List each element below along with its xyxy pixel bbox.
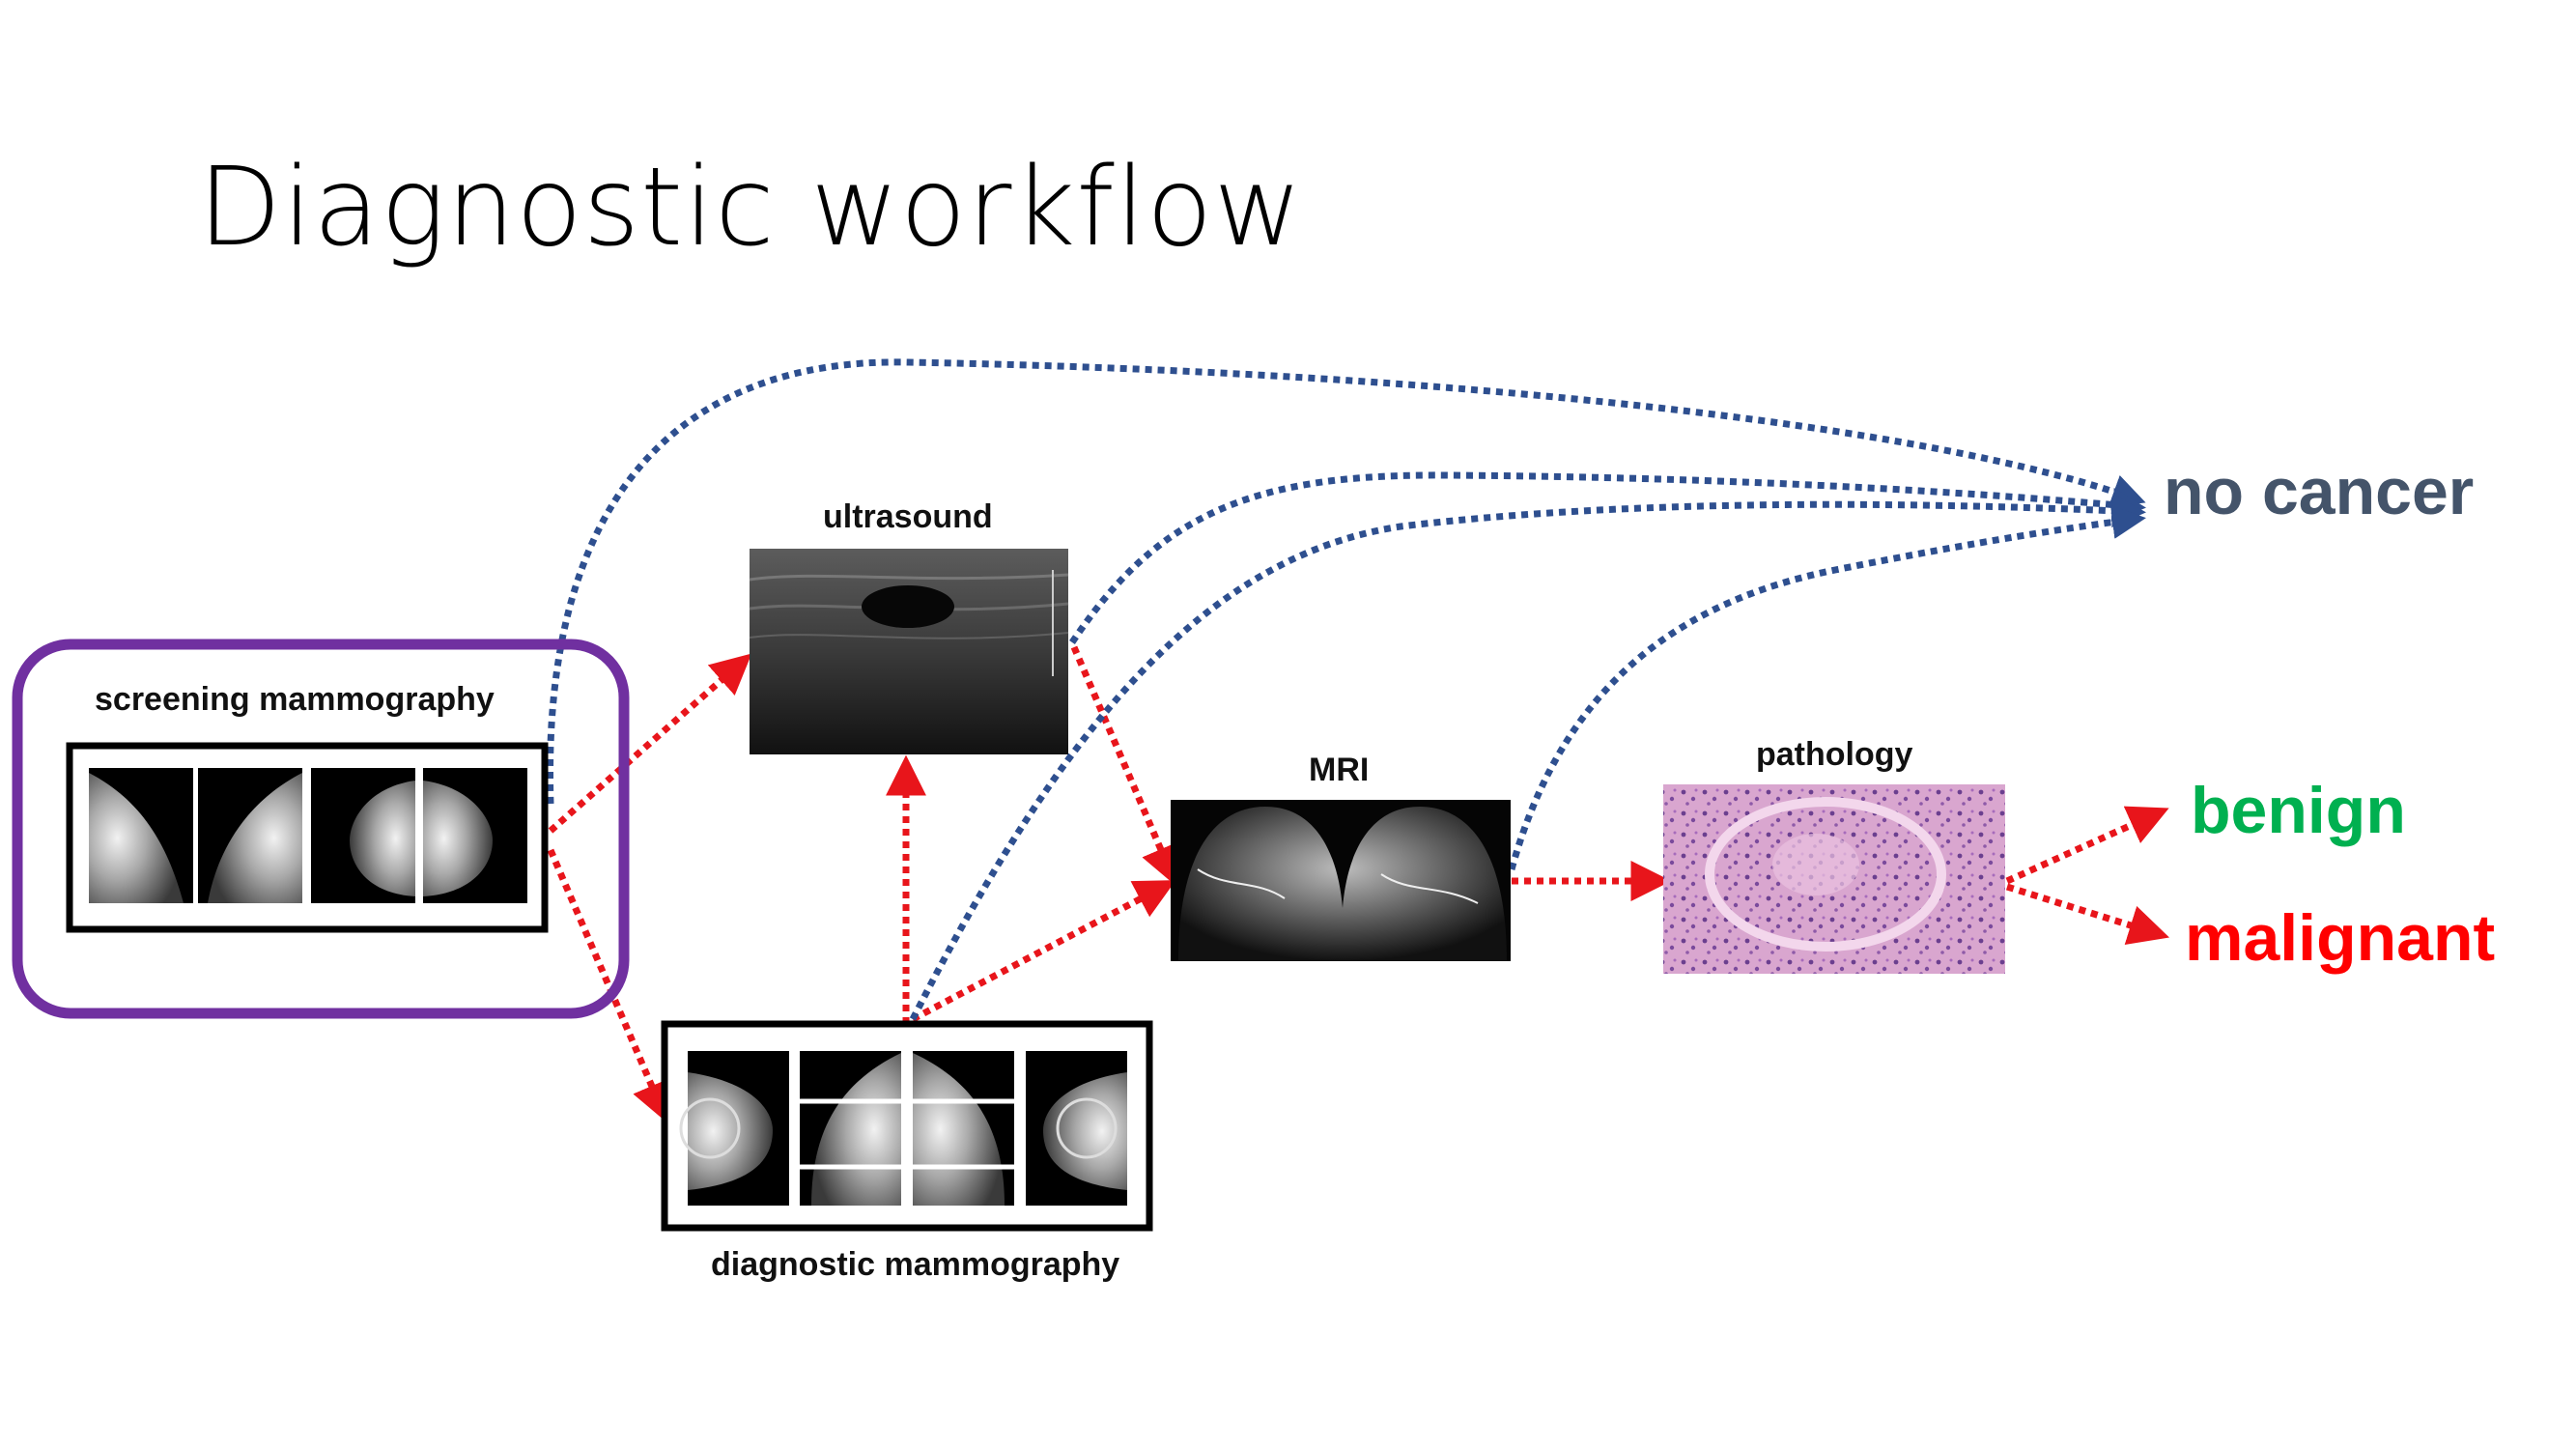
arrow-screening-to-diagnostic: [551, 850, 665, 1116]
label-ultrasound: ultrasound: [823, 498, 993, 536]
mammogram-image: [89, 768, 193, 903]
outcome-malignant: malignant: [2185, 900, 2495, 976]
mammogram-image: [681, 1051, 789, 1206]
label-mri: MRI: [1309, 752, 1369, 789]
label-pathology: pathology: [1756, 736, 1912, 774]
arrow-pathology-to-benign: [2007, 811, 2162, 881]
mammogram-image: [423, 768, 527, 903]
mammogram-image: [800, 1051, 901, 1206]
label-screening-mammography: screening mammography: [95, 681, 495, 719]
ultrasound-image: [750, 549, 1068, 754]
mammogram-image: [1026, 1051, 1127, 1206]
outcome-benign: benign: [2191, 773, 2406, 848]
arrow-ultrasound-to-mri: [1074, 647, 1174, 879]
mri-image: [1171, 800, 1511, 961]
screening-mammography-images: [70, 746, 545, 929]
arrow-pathology-to-malignant: [2007, 887, 2162, 935]
arrow-ultrasound-to-nocancer: [1072, 475, 2139, 642]
mammogram-image: [311, 768, 415, 903]
mammogram-image: [901, 1051, 1014, 1206]
diagnostic-mammography-images: [665, 1024, 1149, 1228]
pathology-image: [1663, 784, 2005, 974]
arrow-screening-to-ultrasound: [551, 659, 746, 831]
outcome-no-cancer: no cancer: [2164, 454, 2474, 529]
label-diagnostic-mammography: diagnostic mammography: [711, 1246, 1119, 1284]
mammogram-image: [198, 768, 302, 903]
